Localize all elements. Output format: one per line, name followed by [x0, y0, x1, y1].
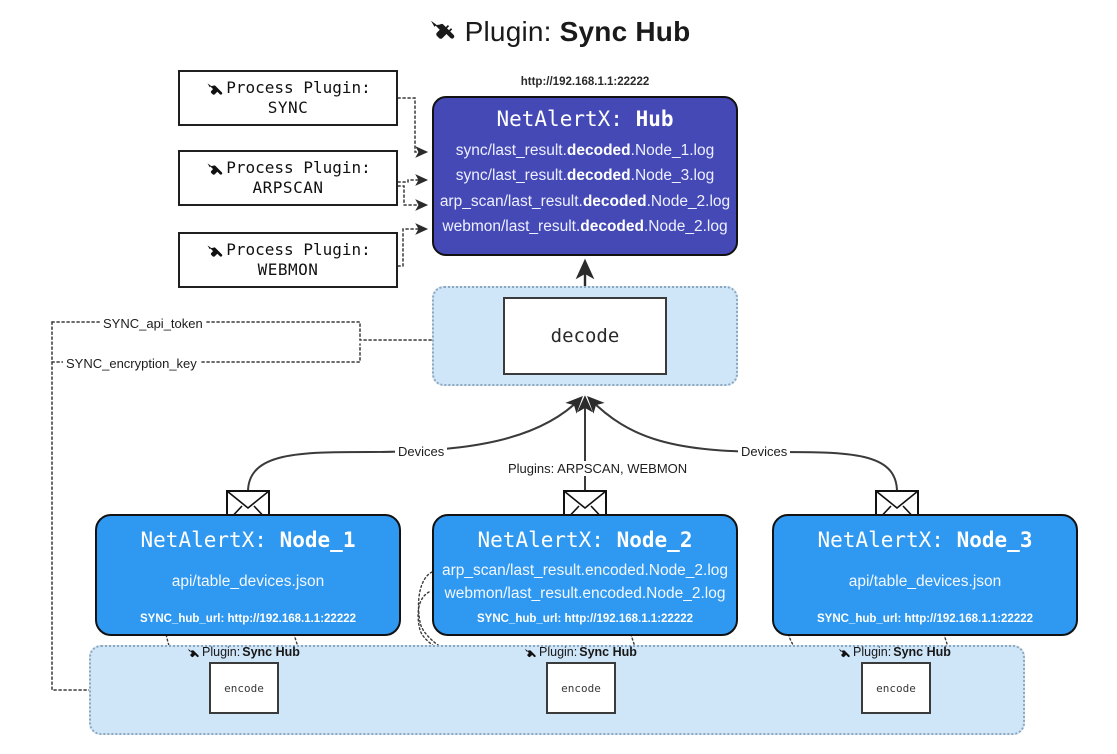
- decode-box[interactable]: decode: [503, 297, 667, 375]
- node-title-name: Node_1: [279, 528, 356, 552]
- node-1[interactable]: NetAlertX: Node_1 api/table_devices.json…: [95, 514, 401, 636]
- node-hub-url: SYNC_hub_url: http://192.168.1.1:22222: [476, 613, 694, 625]
- node-title-name: Node_2: [616, 528, 693, 552]
- encode-plugin-name: Sync Hub: [893, 645, 951, 659]
- process-plugin-name: WEBMON: [257, 260, 319, 279]
- log-mid: decoded: [566, 142, 631, 159]
- hub-title-prefix: NetAlertX:: [496, 107, 623, 131]
- edge-label-encryption-key: SYNC_encryption_key: [63, 356, 200, 371]
- page-title-prefix: Plugin:: [464, 16, 552, 47]
- process-plugin-arpscan[interactable]: Process Plugin: ARPSCAN: [178, 150, 398, 206]
- hub-title-name: Hub: [635, 107, 674, 131]
- plug-icon: [186, 647, 200, 661]
- hub-log-line: webmon/last_result.decoded.Node_2.log: [442, 214, 727, 239]
- node-title-prefix: NetAlertX:: [817, 528, 944, 552]
- encode-plugin-prefix: Plugin:: [539, 645, 578, 659]
- node-title-prefix: NetAlertX:: [140, 528, 267, 552]
- node-title-prefix: NetAlertX:: [477, 528, 604, 552]
- log-post: .Node_2.log: [643, 217, 728, 235]
- encode-plugin-label-2: Plugin: Sync Hub: [523, 645, 637, 659]
- process-plugin-name: SYNC: [267, 98, 309, 117]
- hub-log-line: sync/last_result.decoded.Node_1.log: [456, 138, 714, 163]
- node-data-line: arp_scan/last_result.encoded.Node_2.log: [441, 562, 729, 580]
- node-to-decode-edges: [247, 395, 898, 493]
- log-pre: webmon/last_result.: [442, 217, 581, 235]
- log-post: .Node_2.log: [646, 192, 731, 210]
- node-title: NetAlertX: Node_2: [478, 528, 693, 552]
- node-hub-url: SYNC_hub_url: http://192.168.1.1:22222: [816, 613, 1034, 625]
- encode-box-3[interactable]: encode: [861, 662, 931, 714]
- hub-title: NetAlertX: Hub: [496, 107, 673, 131]
- edge-label-api-token: SYNC_api_token: [100, 316, 206, 331]
- log-mid: decoded: [582, 192, 647, 210]
- node-data-line: api/table_devices.json: [848, 573, 1002, 591]
- process-plugin-name: ARPSCAN: [252, 178, 324, 197]
- node-data-line: api/table_devices.json: [171, 573, 325, 591]
- encode-plugin-label-3: Plugin: Sync Hub: [837, 645, 951, 659]
- encode-plugin-prefix: Plugin:: [853, 645, 892, 659]
- encode-plugin-name: Sync Hub: [242, 645, 300, 659]
- hub-node[interactable]: NetAlertX: Hub sync/last_result.decoded.…: [432, 96, 738, 256]
- node-3[interactable]: NetAlertX: Node_3 api/table_devices.json…: [772, 514, 1078, 636]
- log-mid: decoded: [580, 217, 644, 235]
- node-title-name: Node_3: [956, 528, 1033, 552]
- log-pre: arp_scan/last_result.: [439, 192, 583, 210]
- edge-label-devices-right: Devices: [738, 444, 791, 459]
- plug-icon: [837, 647, 851, 661]
- log-post: .Node_1.log: [630, 142, 715, 159]
- process-plugin-webmon[interactable]: Process Plugin: WEBMON: [178, 232, 398, 288]
- plugin-to-hub-edges: [397, 97, 429, 267]
- plug-icon: [427, 17, 457, 47]
- hub-log-line: arp_scan/last_result.decoded.Node_2.log: [440, 189, 730, 214]
- page-title: Plugin: Sync Hub: [0, 16, 1117, 48]
- edge-label-devices-left: Devices: [395, 444, 448, 459]
- encode-plugin-name: Sync Hub: [579, 645, 637, 659]
- node-data-line: webmon/last_result.encoded.Node_2.log: [444, 584, 726, 602]
- plug-icon: [205, 81, 224, 100]
- log-pre: sync/last_result.: [455, 142, 567, 159]
- hub-url-label: http://192.168.1.1:22222: [520, 76, 650, 88]
- node-title: NetAlertX: Node_1: [141, 528, 356, 552]
- process-plugin-label: Process Plugin:: [226, 158, 371, 177]
- encode-plugin-prefix: Plugin:: [202, 645, 241, 659]
- edge-label-plugins: Plugins: ARPSCAN, WEBMON: [505, 461, 691, 476]
- page-title-name: Sync Hub: [559, 16, 691, 47]
- process-plugin-label: Process Plugin:: [226, 78, 371, 97]
- node-2[interactable]: NetAlertX: Node_2 arp_scan/last_result.e…: [432, 514, 738, 636]
- plug-icon: [205, 243, 224, 262]
- hub-log-line: sync/last_result.decoded.Node_3.log: [456, 163, 714, 188]
- log-mid: decoded: [566, 167, 631, 185]
- process-plugin-label: Process Plugin:: [226, 240, 371, 259]
- encode-box-2[interactable]: encode: [546, 662, 616, 714]
- encode-box-1[interactable]: encode: [209, 662, 279, 714]
- plug-icon: [205, 161, 224, 180]
- node-hub-url: SYNC_hub_url: http://192.168.1.1:22222: [139, 613, 357, 625]
- encode-plugin-label-1: Plugin: Sync Hub: [186, 645, 300, 659]
- plug-icon: [523, 647, 537, 661]
- node-title: NetAlertX: Node_3: [818, 528, 1033, 552]
- log-post: .Node_3.log: [630, 167, 715, 185]
- log-pre: sync/last_result.: [455, 167, 567, 185]
- process-plugin-sync[interactable]: Process Plugin: SYNC: [178, 70, 398, 126]
